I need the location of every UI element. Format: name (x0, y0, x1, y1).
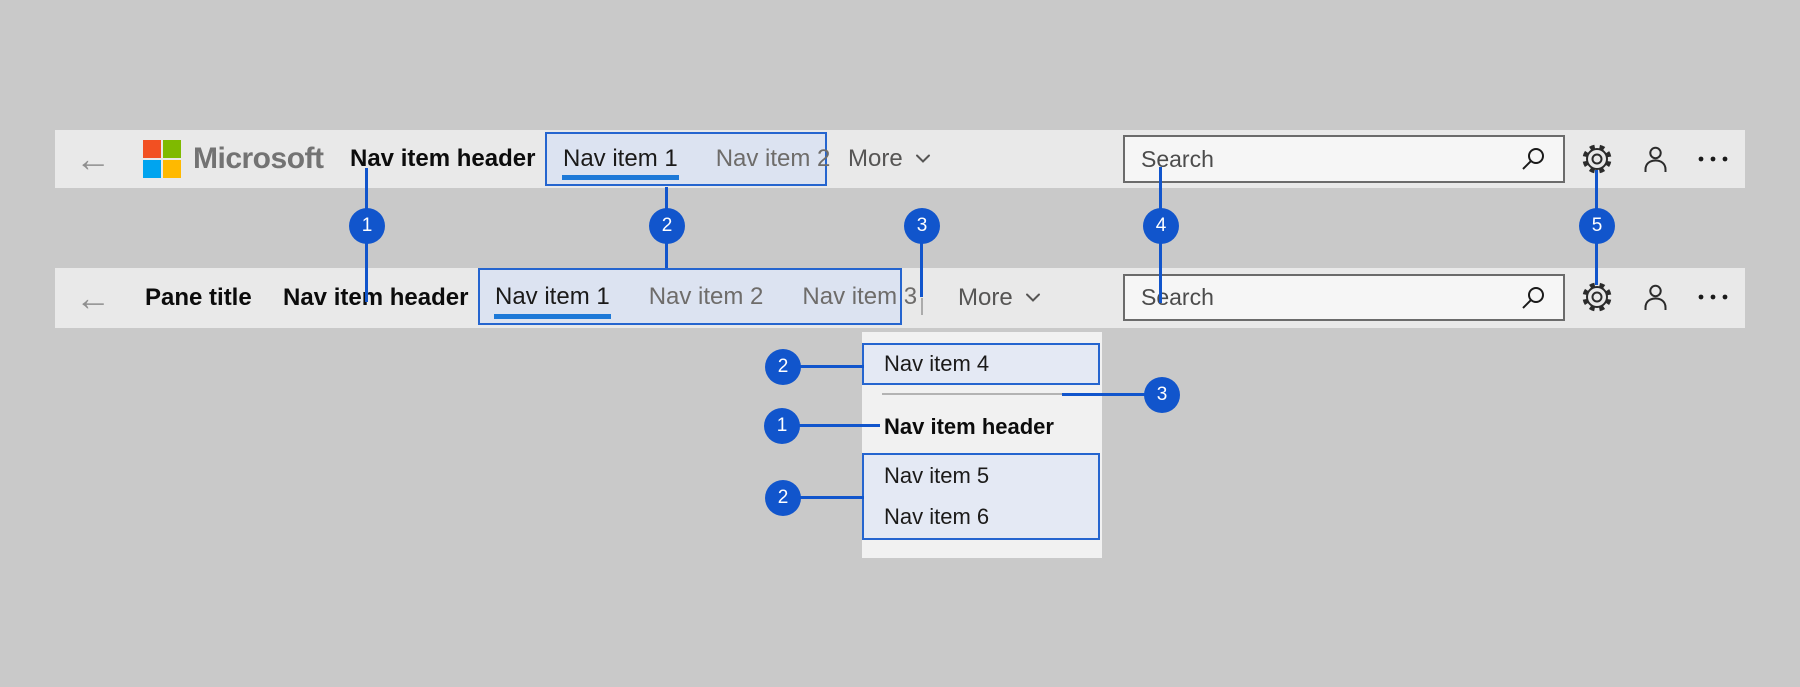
callout-badge-5: 5 (1579, 208, 1615, 244)
callout-badge-3: 3 (904, 208, 940, 244)
pane-nav-item-header[interactable]: Nav item header (283, 284, 469, 311)
back-arrow-icon: ← (75, 138, 111, 179)
callout-badge-4: 4 (1143, 208, 1179, 244)
more-options-button[interactable] (1689, 276, 1737, 318)
flyout-bottom-annotation-box: Nav item 5 Nav item 6 (862, 453, 1100, 540)
top-search-box (1123, 135, 1565, 183)
flyout-callout-1-connector-line (799, 424, 880, 427)
pane-search-box (1123, 274, 1565, 321)
flyout-nav-item-4[interactable]: Nav item 4 (884, 351, 990, 376)
back-arrow-icon: ← (75, 277, 111, 318)
chevron-down-icon (915, 154, 930, 163)
pane-nav-item-2[interactable]: Nav item 2 (648, 282, 764, 310)
pane-nav-item-3[interactable]: Nav item 3 (802, 282, 918, 310)
callout-badge-1: 1 (349, 208, 385, 244)
flyout-nav-item-5[interactable]: Nav item 5 (884, 462, 990, 488)
flyout-nav-item-header: Nav item header (884, 414, 1054, 439)
more-label: More (958, 284, 1013, 311)
ellipsis-icon (1698, 156, 1728, 162)
pane-nav-item-1[interactable]: Nav item 1 (494, 270, 611, 323)
flyout-callout-badge-1: 1 (764, 408, 800, 444)
flyout-nav-item-6[interactable]: Nav item 6 (884, 504, 990, 530)
nav-more-divider (921, 298, 923, 315)
flyout-top-annotation-box: Nav item 4 (862, 343, 1100, 385)
flyout-callout-2-connector-line (800, 365, 864, 368)
back-button[interactable]: ← (69, 268, 117, 328)
more-options-button[interactable] (1689, 138, 1737, 180)
pane-search-input[interactable] (1125, 276, 1563, 319)
flyout-callout-2b-connector-line (800, 496, 864, 499)
flyout-divider (882, 393, 1064, 395)
chevron-down-icon (1025, 293, 1040, 302)
pane-more-button[interactable]: More (958, 268, 1041, 328)
ellipsis-icon (1698, 294, 1728, 300)
flyout-callout-badge-2: 2 (765, 349, 801, 385)
callout-3-connector-line (920, 226, 923, 297)
flyout-callout-badge-3: 3 (1144, 377, 1180, 413)
microsoft-logo-text: Microsoft (193, 142, 324, 175)
settings-button[interactable] (1577, 276, 1617, 318)
gear-icon (1582, 144, 1612, 174)
gear-icon (1582, 282, 1612, 312)
top-nav-bar: ← Microsoft Nav item header Nav item 1 N… (55, 130, 1745, 188)
back-button[interactable]: ← (69, 130, 117, 188)
pane-title: Pane title (145, 284, 252, 311)
top-search-input[interactable] (1125, 137, 1563, 181)
flyout-callout-badge-2b: 2 (765, 480, 801, 516)
person-icon (1644, 146, 1666, 172)
top-nav-item-2[interactable]: Nav item 2 (715, 145, 831, 172)
callout-badge-2: 2 (649, 208, 685, 244)
pane-nav-items-annotation-box: Nav item 1 Nav item 2 Nav item 3 (478, 268, 917, 325)
account-button[interactable] (1635, 276, 1675, 318)
top-nav-item-header[interactable]: Nav item header (350, 145, 536, 172)
more-flyout-menu: Nav item 4 Nav item header Nav item 5 Na… (862, 332, 1102, 558)
microsoft-squares-icon (143, 140, 181, 178)
more-label: More (848, 145, 903, 172)
top-nav-item-1[interactable]: Nav item 1 (562, 134, 679, 184)
settings-button[interactable] (1577, 138, 1617, 180)
person-icon (1644, 284, 1666, 310)
top-more-button[interactable]: More (848, 130, 931, 188)
flyout-callout-3-connector-line (1062, 393, 1146, 396)
top-nav-items-annotation-box: Nav item 1 Nav item 2 (545, 132, 830, 186)
pane-nav-bar: ← Pane title Nav item header Nav item 1 … (55, 268, 1745, 328)
account-button[interactable] (1635, 138, 1675, 180)
microsoft-logo[interactable]: Microsoft (143, 130, 324, 188)
